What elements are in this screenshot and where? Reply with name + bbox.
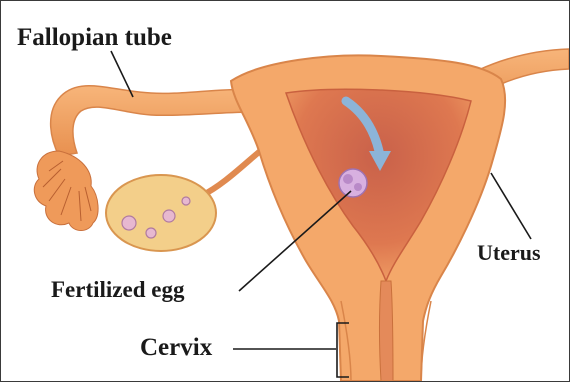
label-cervix: Cervix — [140, 335, 212, 360]
label-fertilized-egg: Fertilized egg — [51, 278, 184, 301]
label-uterus: Uterus — [477, 242, 541, 264]
fertilized-egg — [339, 169, 367, 197]
fimbriae — [34, 151, 98, 231]
leader-uterus — [491, 173, 531, 239]
ovary — [106, 175, 216, 251]
cervical-canal — [380, 281, 394, 381]
label-fallopian-tube: Fallopian tube — [17, 25, 172, 50]
